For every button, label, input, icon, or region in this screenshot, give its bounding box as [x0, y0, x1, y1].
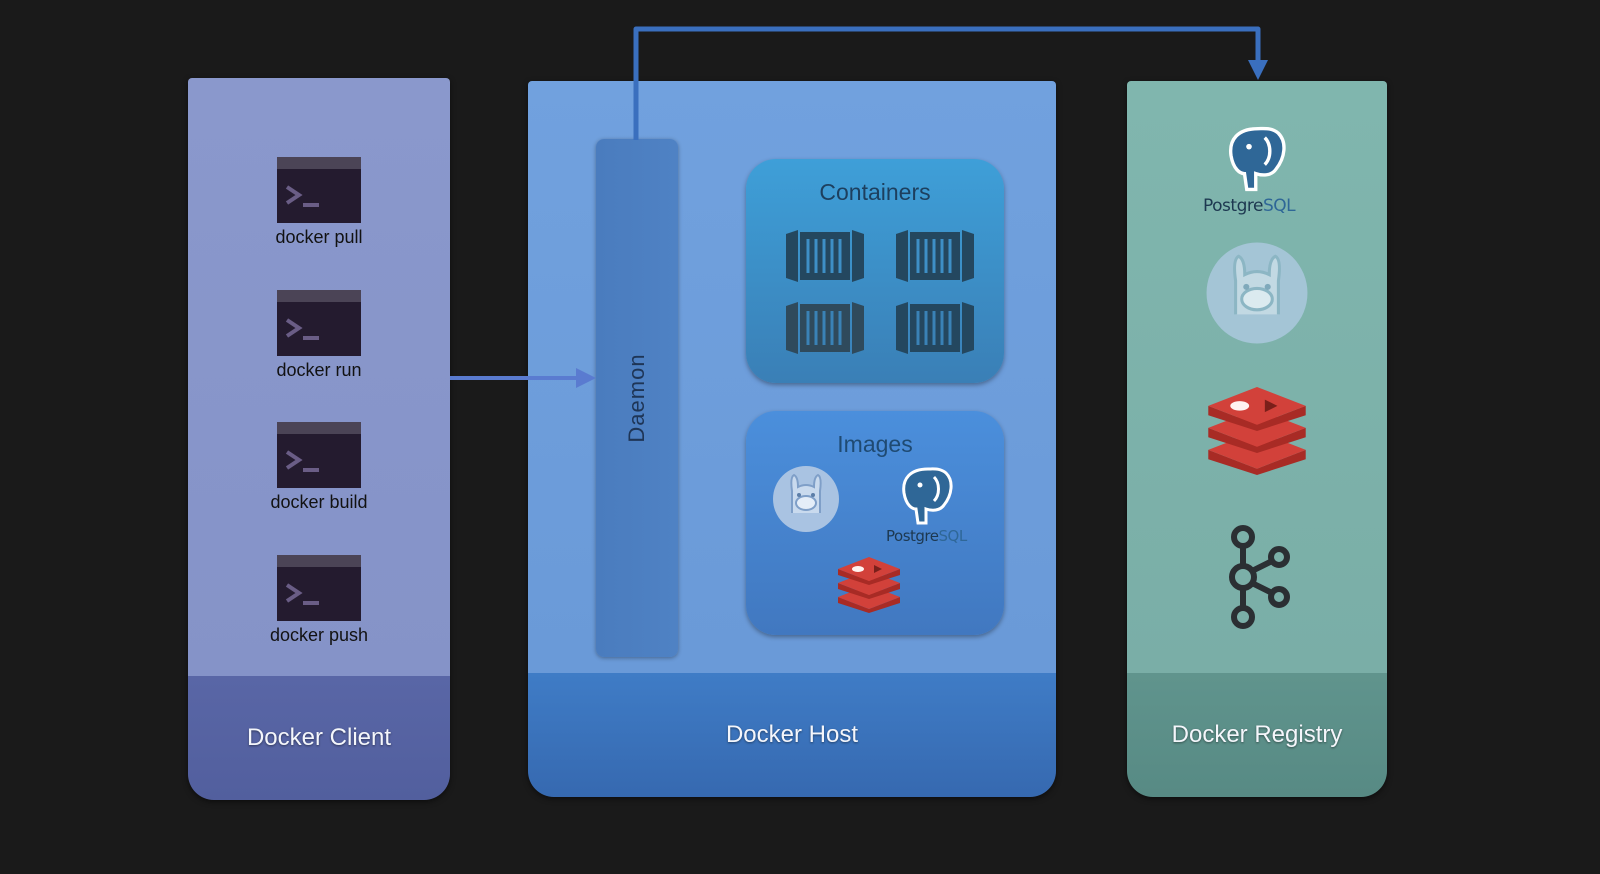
container-icon [786, 230, 864, 282]
command-label: docker pull [275, 227, 363, 247]
command-label: docker run [276, 360, 362, 380]
client-commands-area: docker pull docker run docker build dock… [188, 78, 450, 676]
command-label: docker build [270, 492, 368, 512]
docker-registry-panel: PostgreSQL [1127, 81, 1387, 797]
postgresql-logo[interactable] [1222, 123, 1294, 195]
host-title: Docker Host [528, 673, 1056, 797]
postgresql-wordmark: PostgreSQL [1203, 196, 1296, 216]
terminal-icon [277, 555, 361, 621]
command-docker-run[interactable]: docker run [188, 290, 450, 381]
host-body: Daemon Containers [528, 81, 1056, 673]
postgresql-logo [902, 467, 953, 525]
redis-logo[interactable] [1205, 387, 1309, 475]
images-title: Images [837, 431, 913, 457]
postgresql-wordmark: PostgreSQL [886, 527, 967, 545]
container-icon [786, 302, 864, 354]
containers-box[interactable]: Containers [746, 159, 1004, 383]
command-docker-build[interactable]: docker build [188, 422, 450, 513]
client-title: Docker Client [188, 676, 450, 800]
kafka-logo[interactable] [1223, 525, 1293, 629]
llama-logo [773, 466, 839, 532]
registry-title: Docker Registry [1127, 673, 1387, 797]
docker-host-panel: Daemon Containers [528, 81, 1056, 797]
container-icon [896, 230, 974, 282]
daemon-label: Daemon [624, 353, 649, 443]
terminal-icon [277, 290, 361, 356]
command-label: docker push [269, 625, 369, 645]
command-docker-push[interactable]: docker push [188, 555, 450, 646]
llama-logo[interactable] [1205, 241, 1309, 345]
registry-body: PostgreSQL [1127, 81, 1387, 673]
container-icon [896, 302, 974, 354]
images-box[interactable]: Images PostgreSQL [746, 411, 1004, 635]
terminal-icon [277, 157, 361, 223]
terminal-icon [277, 422, 361, 488]
command-docker-pull[interactable]: docker pull [188, 157, 450, 248]
redis-logo [838, 557, 900, 613]
containers-title: Containers [819, 179, 931, 205]
registry-arrowhead [1248, 60, 1268, 80]
docker-client-panel: docker pull docker run docker build dock… [188, 78, 450, 800]
daemon[interactable]: Daemon [596, 139, 678, 657]
